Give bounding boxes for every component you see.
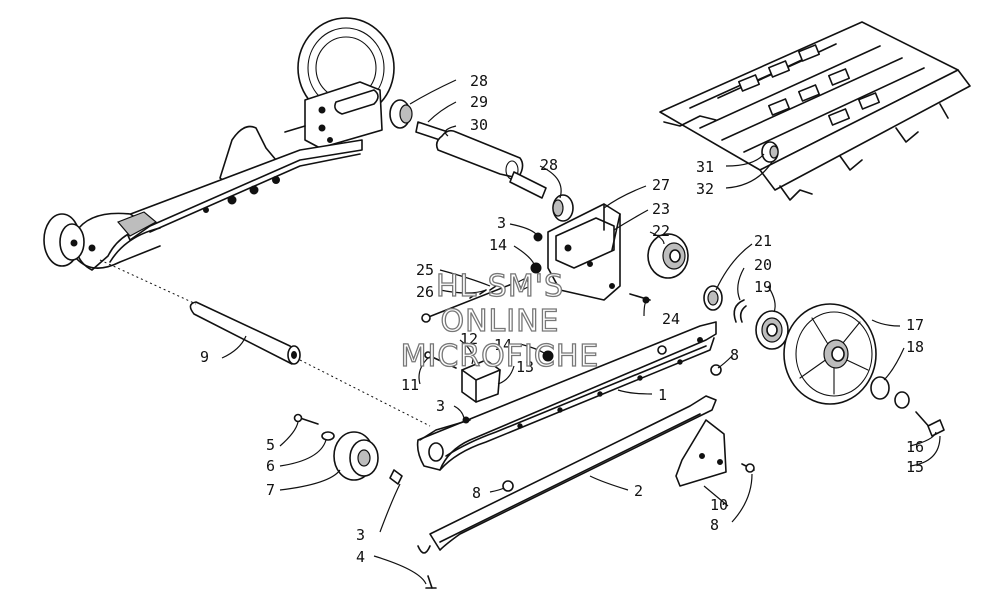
callout-11: 11 <box>401 376 419 394</box>
bolt-15-16 <box>927 419 945 437</box>
callout-2: 2 <box>634 482 643 500</box>
callout-4: 4 <box>356 548 365 566</box>
callout-10: 10 <box>710 496 728 514</box>
nut-8-lower <box>502 480 514 492</box>
watermark-line-2: ONLINE <box>440 304 559 339</box>
callout-15: 15 <box>906 458 924 476</box>
left-rail-beam <box>119 139 363 241</box>
front-wheel-set <box>293 413 403 485</box>
callout-18: 18 <box>906 338 924 356</box>
rear-axle-parts <box>389 99 574 222</box>
callout-3-mid: 3 <box>436 397 445 415</box>
bolts-25-26 <box>421 277 531 323</box>
callout-14-upper: 14 <box>489 236 507 254</box>
callout-17: 17 <box>906 316 924 334</box>
callout-23: 23 <box>652 200 670 218</box>
callout-16: 16 <box>906 438 924 456</box>
callout-21: 21 <box>754 232 772 250</box>
callout-28-upper: 28 <box>470 72 488 90</box>
watermark: HL SM'S ONLINE MICROFICHE <box>400 268 600 374</box>
stop-block-assembly <box>424 350 554 403</box>
callout-8-lower: 8 <box>472 484 481 502</box>
watermark-line-3: MICROFICHE <box>401 339 600 374</box>
callout-8-bottom: 8 <box>710 516 719 534</box>
callout-14-lower: 14 <box>494 336 512 354</box>
snap-ring-20 <box>733 299 747 323</box>
left-slide-rail-assembly <box>43 17 395 271</box>
washer-18 <box>870 376 890 400</box>
callout-24: 24 <box>662 310 680 328</box>
nut-3-mid <box>462 416 470 424</box>
callout-1: 1 <box>658 386 667 404</box>
right-wheel-set <box>703 285 945 437</box>
callout-12: 12 <box>460 330 478 348</box>
callout-26: 26 <box>416 283 434 301</box>
callout-25: 25 <box>416 261 434 279</box>
cross-shaft-9 <box>99 259 431 427</box>
callout-30: 30 <box>470 116 488 134</box>
nut-3-upper <box>533 232 543 242</box>
callout-6: 6 <box>266 457 275 475</box>
callout-7: 7 <box>266 481 275 499</box>
callout-8-upper: 8 <box>730 346 739 364</box>
callout-3-upper: 3 <box>497 214 506 232</box>
callout-19: 19 <box>754 278 772 296</box>
callout-5: 5 <box>266 436 275 454</box>
wear-strip-assembly <box>417 395 755 589</box>
callout-3-lower: 3 <box>356 526 365 544</box>
right-slide-rail <box>416 321 717 471</box>
callout-9: 9 <box>200 348 209 366</box>
callout-31: 31 <box>696 158 714 176</box>
callout-22: 22 <box>652 222 670 240</box>
axle-bracket-assembly <box>530 203 689 304</box>
callout-28-lower: 28 <box>540 156 558 174</box>
bolt-8-upper <box>657 345 667 355</box>
track-section <box>659 21 971 201</box>
rail-1 <box>416 321 717 471</box>
bracket-10 <box>675 419 727 487</box>
callout-27: 27 <box>652 176 670 194</box>
shock-mount-gusset <box>219 125 277 187</box>
callout-13: 13 <box>516 358 534 376</box>
stop-block-12 <box>461 359 501 403</box>
leader-lines <box>221 79 941 585</box>
callout-29: 29 <box>470 93 488 111</box>
callout-20: 20 <box>754 256 772 274</box>
callout-labels: 28 29 30 28 27 23 22 3 14 25 26 24 21 20… <box>200 72 924 566</box>
washer-14-upper <box>530 262 542 274</box>
axle-tube-30 <box>435 129 524 179</box>
callout-32: 32 <box>696 180 714 198</box>
watermark-line-1: HL SM'S <box>436 269 564 304</box>
